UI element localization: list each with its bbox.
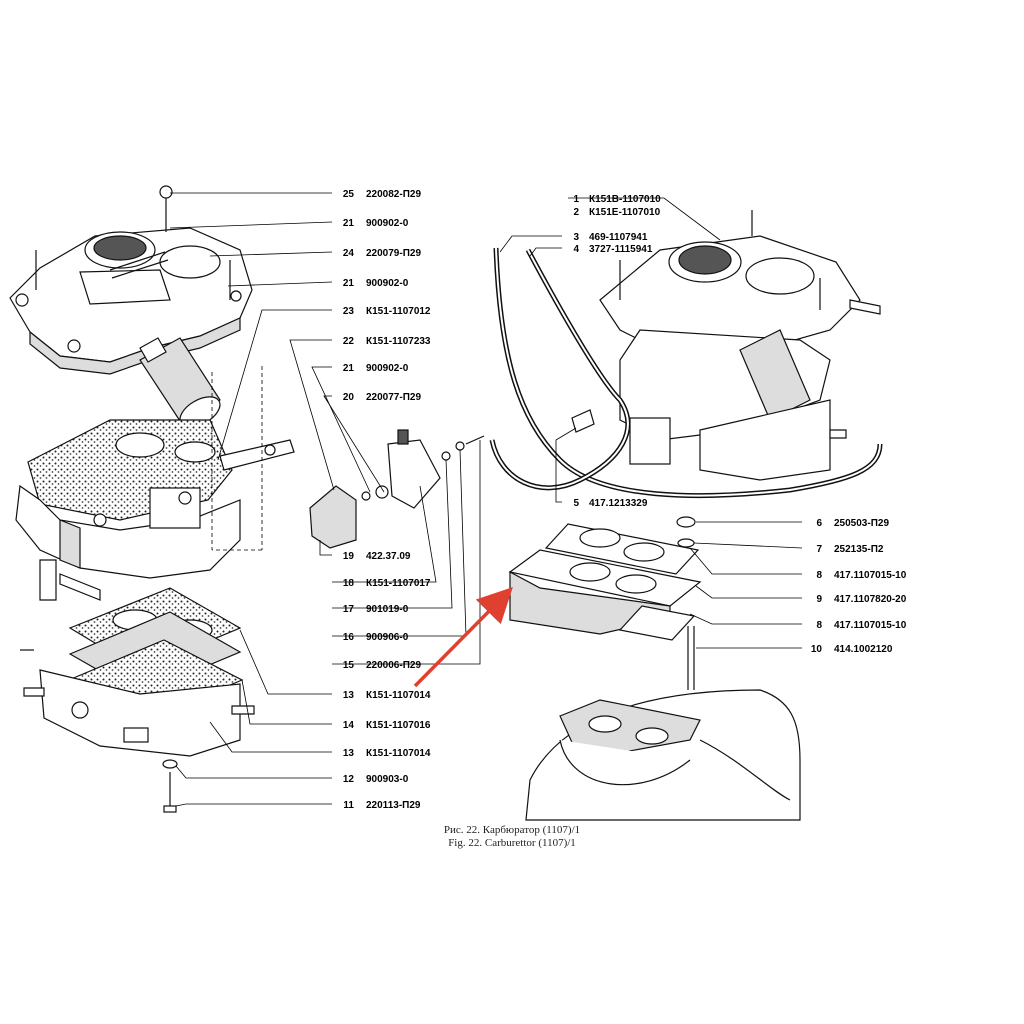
fuel-hoses-3-4 (489, 247, 883, 499)
dashed-leader-left (211, 366, 263, 551)
left-callout-number: 21 (343, 218, 355, 229)
left-callout-number: 15 (343, 660, 355, 671)
left-callout-part-number: 900902-0 (366, 363, 409, 374)
left-callout-part-number: 900902-0 (366, 278, 409, 289)
left-callout-number: 13 (343, 690, 355, 701)
right-callout-part-number: 417.1107015-10 (834, 570, 907, 581)
left-callout-part-number: 900906-0 (366, 632, 409, 643)
left-callout-part-number: 220079-П29 (366, 248, 421, 259)
right-callout-part-number: 414.1002120 (834, 644, 893, 655)
right-callout-number: 8 (816, 570, 822, 581)
right-callout-part-number: 3727-1115941 (589, 244, 653, 255)
left-leader-lines (169, 192, 481, 807)
assembled-carburettor (599, 210, 881, 481)
right-callout-part-number: 250503-П29 (834, 518, 889, 529)
left-callout-part-number: 220082-П29 (366, 189, 421, 200)
left-callout-number: 14 (343, 720, 355, 731)
right-callout-number: 7 (816, 544, 822, 555)
left-callout-part-number: 901019-0 (366, 604, 409, 615)
carburettor-body (15, 484, 241, 601)
right-callout-number: 5 (573, 498, 579, 509)
right-callout-labels: 1 К151В-1107010 2 К151Е-1107010 3 469-1107941… (573, 194, 906, 655)
hose-clamp-5 (571, 409, 595, 433)
solenoid-valve (139, 337, 221, 428)
left-callout-part-number: 220006-П29 (366, 660, 421, 671)
throttle-body (20, 649, 255, 757)
figure-caption-en: Fig. 22. Carburettor (1107)/1 (448, 837, 576, 849)
fitting-19-bracket (309, 485, 357, 549)
right-callout-number: 9 (816, 594, 822, 605)
right-callout-part-number: К151В-1107010 (589, 194, 661, 205)
left-callout-number: 18 (343, 578, 355, 589)
right-callout-number: 10 (811, 644, 823, 655)
left-callout-part-number: К151-1107016 (366, 720, 431, 731)
right-leader-lines (499, 197, 803, 649)
left-callout-part-number: К151-1107014 (366, 748, 431, 759)
left-callout-number: 20 (343, 392, 355, 403)
intake-manifold (525, 689, 801, 821)
right-callout-number: 1 (573, 194, 579, 205)
left-callout-labels: 25 220082-П29 21 900902-0 24 220079-П29 21 9009… (343, 189, 431, 811)
left-callout-part-number: К151-1107233 (366, 336, 431, 347)
left-callout-part-number: 220077-П29 (366, 392, 421, 403)
left-callout-part-number: К151-1107012 (366, 306, 431, 317)
screw-25 (159, 185, 173, 232)
left-callout-number: 16 (343, 632, 355, 643)
right-callout-number: 3 (573, 232, 579, 243)
left-callout-number: 25 (343, 189, 355, 200)
stud-10 (687, 626, 695, 690)
right-callout-part-number: К151Е-1107010 (589, 207, 661, 218)
left-callout-part-number: 220113-П29 (366, 800, 421, 811)
left-callout-number: 11 (343, 800, 354, 811)
right-callout-part-number: 469-1107941 (589, 232, 648, 243)
left-callout-number: 23 (343, 306, 355, 317)
lever-bracket (219, 439, 295, 471)
annotation-arrow (413, 587, 513, 688)
right-callout-number: 2 (573, 207, 579, 218)
right-callout-number: 6 (816, 518, 822, 529)
gasket-8-upper (544, 523, 700, 575)
left-callout-number: 22 (343, 336, 355, 347)
nut-and-washer-6-7 (676, 516, 696, 548)
left-callout-part-number: К151-1107017 (366, 578, 431, 589)
carburettor-top-cover (9, 227, 253, 375)
upper-gasket (27, 419, 233, 521)
washer-and-bolt-11-12 (162, 759, 178, 813)
figure-caption-ru: Рис. 22. Карбюратор (1107)/1 (443, 824, 581, 836)
right-callout-part-number: 252135-П2 (834, 544, 884, 555)
left-callout-number: 17 (343, 604, 355, 615)
left-callout-number: 12 (343, 774, 355, 785)
left-callout-number: 21 (343, 363, 355, 374)
left-callout-part-number: 900903-0 (366, 774, 409, 785)
left-callout-number: 24 (343, 248, 355, 259)
right-callout-number: 8 (816, 620, 822, 631)
right-callout-part-number: 417.1107820-20 (834, 594, 907, 605)
left-callout-number: 19 (343, 551, 355, 562)
left-callout-number: 13 (343, 748, 355, 759)
right-callout-part-number: 417.1213329 (589, 498, 648, 509)
right-callout-part-number: 417.1107015-10 (834, 620, 907, 631)
right-callout-number: 4 (573, 244, 579, 255)
left-callout-number: 21 (343, 278, 355, 289)
left-callout-part-number: 900902-0 (366, 218, 409, 229)
microswitch-17-18 (361, 429, 485, 509)
left-callout-part-number: 422.37.09 (366, 551, 411, 562)
left-callout-part-number: К151-1107014 (366, 690, 431, 701)
